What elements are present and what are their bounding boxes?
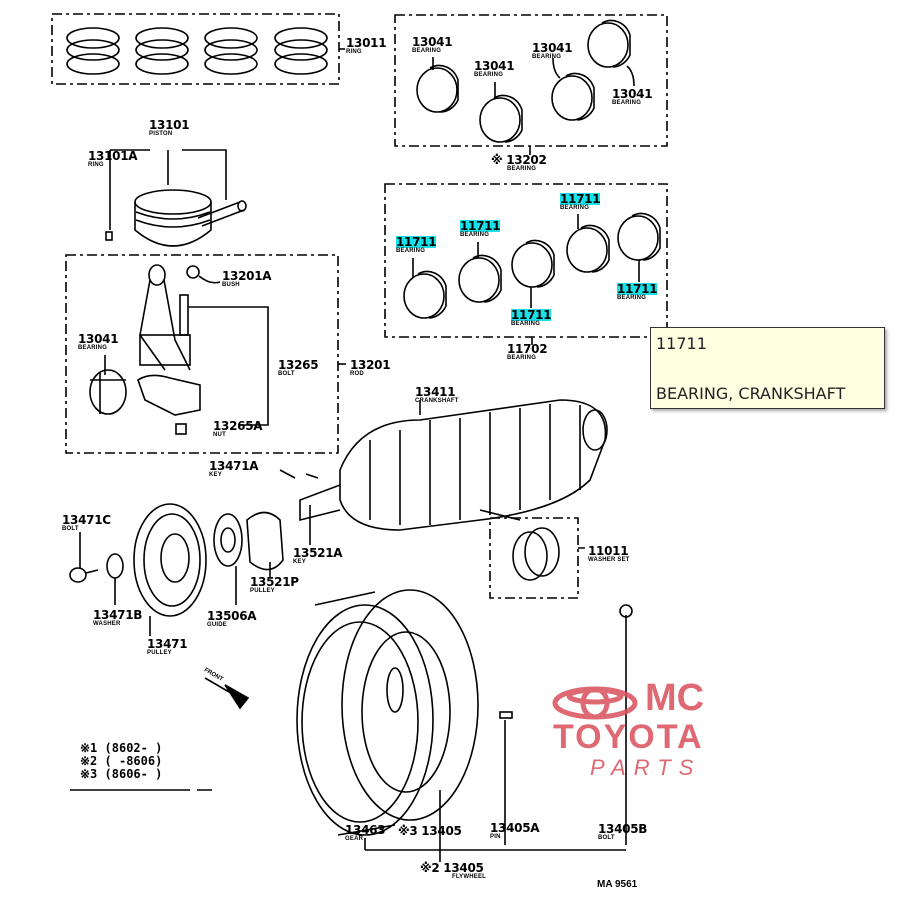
- diagram-code: MA 9561: [597, 879, 638, 890]
- part-tooltip: 11711 BEARING, CRANKSHAFT: [650, 327, 885, 409]
- main-bearing-box: [384, 183, 668, 338]
- tooltip-description: BEARING, CRANKSHAFT: [656, 384, 846, 403]
- tooltip-part-number: 11711: [656, 334, 707, 353]
- legend-row: ※1 (8602- ): [80, 741, 163, 755]
- watermark-logo: MC TOYOTA PARTS: [550, 679, 785, 780]
- callout-13405-3[interactable]: ※3 13405: [398, 824, 462, 838]
- front-arrow-icon: [204, 677, 250, 710]
- legend-row: ※2 ( -8606): [80, 754, 163, 768]
- rod-box: [65, 254, 339, 454]
- con-rod-bearings: [416, 19, 635, 143]
- con-rod-bearing-box: [394, 14, 668, 147]
- toyota-emblem-icon: [552, 686, 638, 720]
- piston: [105, 149, 247, 247]
- legend: ※1 (8602- ) ※2 ( -8606) ※3 (8606- ): [80, 742, 162, 781]
- washer-and-bolt: [69, 532, 124, 605]
- guide-and-timing-pulley: [213, 505, 311, 605]
- connecting-rod: [89, 264, 269, 435]
- main-bearings: [403, 212, 661, 319]
- piston-rings: [66, 27, 328, 75]
- washer-set-box: [489, 517, 579, 599]
- flywheel: [296, 589, 633, 862]
- legend-row: ※3 (8606- ): [80, 767, 163, 781]
- crankshaft: [299, 399, 608, 531]
- crank-pulley: [133, 503, 207, 636]
